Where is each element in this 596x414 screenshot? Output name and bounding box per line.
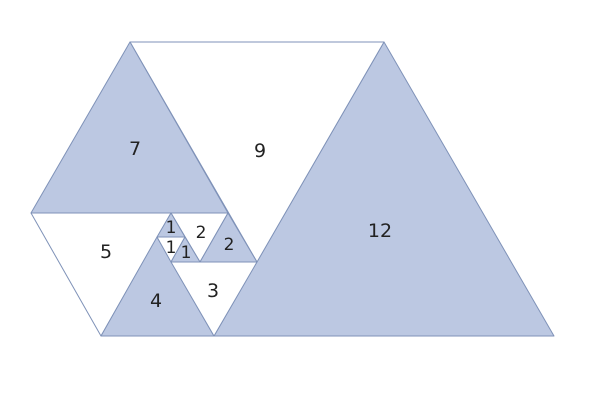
triangle-1-left-label: 1 [166,238,177,258]
triangle-2-upper-label: 2 [196,223,207,243]
triangle-1-right: 1 [170,236,201,263]
triangle-3-label: 3 [207,280,219,302]
triangle-2-right-shape [199,212,258,263]
triangle-2-right: 2 [199,212,258,263]
triangle-7-label: 7 [129,138,141,160]
triangle-2-right-label: 2 [224,235,235,255]
triangle-4-label: 4 [150,290,162,312]
triangle-1-top-label: 1 [166,218,177,238]
triangle-1-right-shape [170,236,201,263]
triangle-1-right-label: 1 [181,243,192,263]
triangle-12-label: 12 [368,220,392,242]
triangle-9-label: 9 [254,140,266,162]
triangle-5-label: 5 [100,241,112,263]
